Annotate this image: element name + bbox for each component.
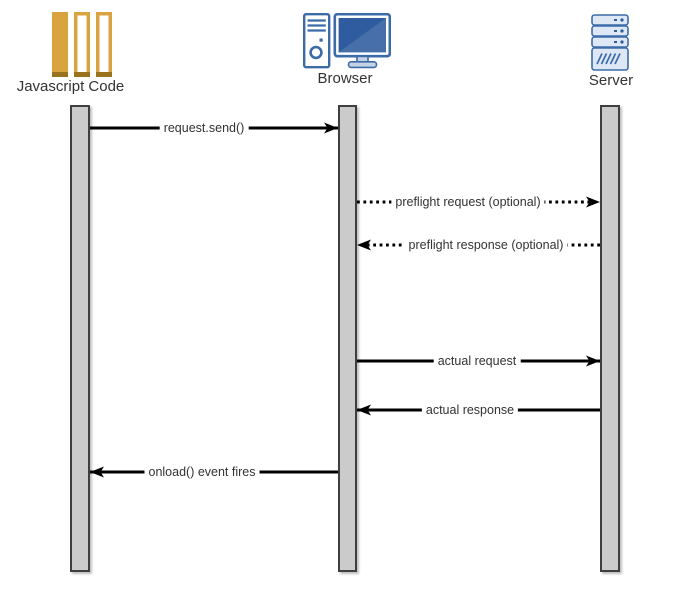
lifeline-javascript-code xyxy=(70,105,90,572)
message-label: preflight request (optional) xyxy=(391,195,545,209)
message-label: actual request xyxy=(433,354,521,368)
message-label: preflight response (optional) xyxy=(404,238,568,252)
actor-label-server: Server xyxy=(588,72,634,89)
message-label: actual response xyxy=(421,403,519,417)
message-label: request.send() xyxy=(159,121,249,135)
message-label: onload() event fires xyxy=(144,465,260,479)
actor-label-javascript-code: Javascript Code xyxy=(16,78,125,95)
lifeline-browser xyxy=(338,105,357,572)
actor-label-browser: Browser xyxy=(317,70,373,87)
desktop-computer-icon xyxy=(303,13,391,69)
server-stack-icon xyxy=(591,14,629,71)
code-bars-icon xyxy=(52,12,112,77)
lifeline-server xyxy=(600,105,620,572)
